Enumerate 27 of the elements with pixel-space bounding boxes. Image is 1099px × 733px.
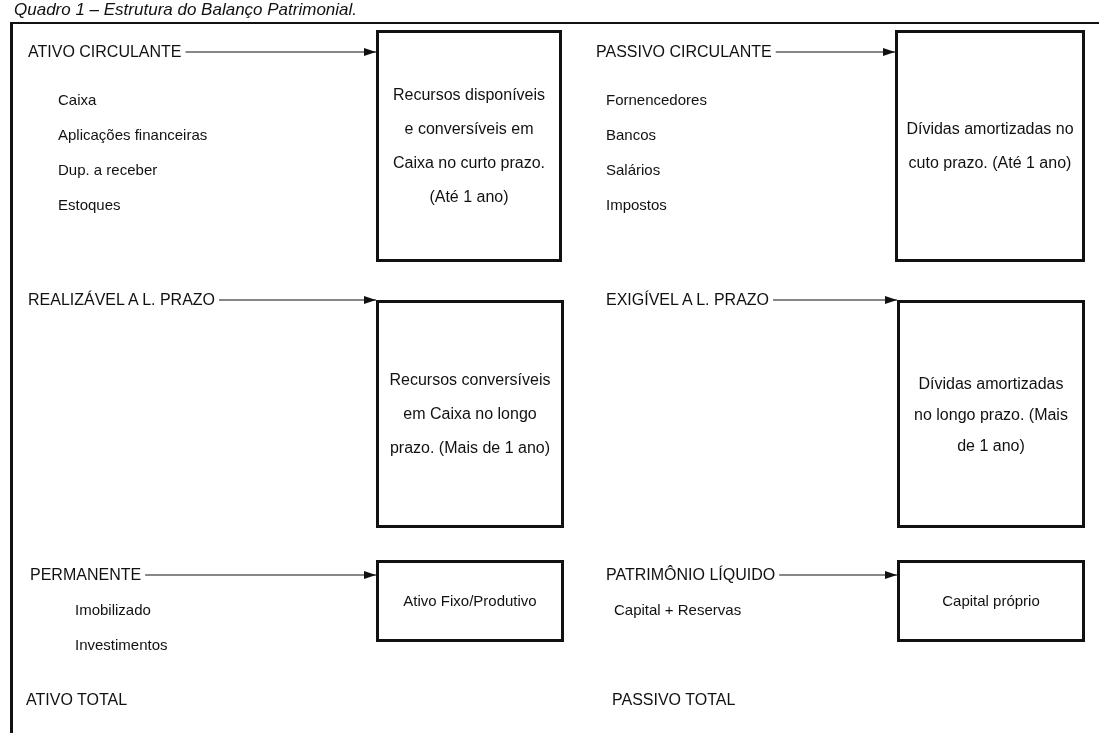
description-box: Recursos disponíveis e conversíveis em Caixa no curto prazo. (Até 1 ano) bbox=[376, 30, 562, 262]
arrow bbox=[218, 296, 377, 304]
total-label: ATIVO TOTAL bbox=[26, 690, 128, 710]
description-box: Dívidas amortizadas no cuto prazo. (Até 1 ano) bbox=[895, 30, 1085, 262]
description-box: Dívidas amortizadas no longo prazo. (Mais de 1 ano) bbox=[897, 300, 1085, 528]
account-item: Fornencedores bbox=[606, 90, 707, 110]
account-item: Aplicações financeiras bbox=[58, 125, 208, 145]
total-label: PASSIVO TOTAL bbox=[612, 690, 736, 710]
account-item: Salários bbox=[606, 160, 661, 180]
account-item: Estoques bbox=[58, 195, 121, 215]
account-item: Investimentos bbox=[75, 635, 168, 655]
account-item: Imobilizado bbox=[75, 600, 151, 620]
arrow bbox=[775, 48, 896, 56]
account-item: Caixa bbox=[58, 90, 97, 110]
description-box: Capital próprio bbox=[897, 560, 1085, 642]
figure-title: Quadro 1 – Estrutura do Balanço Patrimonial. bbox=[14, 0, 358, 20]
arrow bbox=[778, 571, 898, 579]
description-box: Recursos conversíveis em Caixa no longo prazo. (Mais de 1 ano) bbox=[376, 300, 564, 528]
account-item: Impostos bbox=[606, 195, 667, 215]
account-item: Capital + Reservas bbox=[614, 600, 742, 620]
arrow bbox=[184, 48, 377, 56]
account-item: Dup. a receber bbox=[58, 160, 158, 180]
category-heading: PATRIMÔNIO LÍQUIDO bbox=[606, 565, 776, 585]
arrow bbox=[772, 296, 898, 304]
arrow bbox=[144, 571, 377, 579]
description-box: Ativo Fixo/Produtivo bbox=[376, 560, 564, 642]
account-item: Bancos bbox=[606, 125, 657, 145]
